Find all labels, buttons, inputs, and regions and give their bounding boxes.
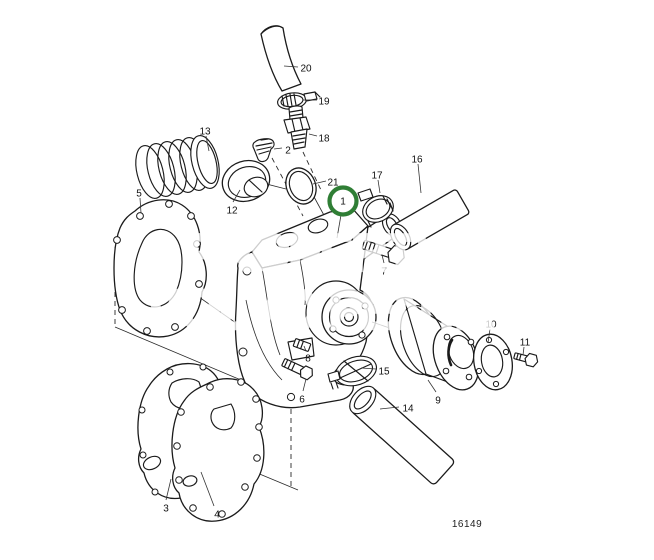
part-16-pipe (389, 189, 470, 251)
part-20-hose (260, 25, 302, 92)
highlight-circle-fill (330, 188, 356, 214)
part-callouts: 20 19 18 2 13 12 21 17 16 5 7 8 6 15 14 9 10 11 3 4 (136, 64, 530, 521)
drawing-number: 16149 (451, 519, 483, 530)
callout-leader-16 (417, 163, 422, 194)
part-19-hose-clamp (277, 91, 321, 110)
part-11-bolt (513, 352, 539, 368)
part-10-gasket (473, 333, 513, 391)
highlighted-part-number[interactable]: 1 (340, 197, 346, 208)
part-15-hose-clamp (327, 355, 378, 390)
callout-label-21: 21 (327, 178, 339, 189)
callout-label-8: 8 (305, 354, 311, 365)
callout-leader-17 (377, 179, 381, 194)
callout-leader-2 (273, 147, 283, 150)
part-14-hose (349, 385, 455, 485)
callout-label-2: 2 (285, 146, 291, 157)
part-5-gasket (113, 199, 207, 338)
callout-label-17: 17 (371, 171, 383, 182)
part-6-bolt (281, 358, 313, 381)
part-21-o-ring (285, 167, 317, 205)
callout-label-12: 12 (226, 206, 238, 217)
callout-leader-13 (205, 135, 210, 152)
callout-leader-10 (487, 328, 491, 344)
callout-label-18: 18 (318, 134, 330, 145)
callout-leader-8 (303, 345, 307, 352)
callout-leader-11 (522, 346, 525, 356)
callout-label-6: 6 (299, 395, 305, 406)
callout-leader-20 (283, 65, 299, 68)
callout-label-4: 4 (214, 510, 220, 521)
callout-leader-14 (379, 406, 400, 410)
callout-leader-21 (312, 180, 327, 185)
callout-leader-5 (139, 197, 142, 214)
part-9-pulley (387, 296, 480, 391)
callout-label-15: 15 (378, 367, 390, 378)
part-2-plug (252, 138, 275, 163)
callout-label-3: 3 (163, 504, 169, 515)
callout-leader-6 (302, 378, 307, 392)
highlight-circle[interactable] (327, 185, 359, 217)
part-1-water-pump-housing (234, 207, 403, 409)
callout-label-10: 10 (485, 320, 497, 331)
callout-leader-9 (427, 379, 437, 393)
callout-label-11: 11 (520, 338, 531, 349)
callout-label-20: 20 (300, 64, 312, 75)
highlight-annotation: 1 (327, 185, 359, 239)
part-4-cover-plate (171, 378, 265, 522)
part-7-bolt (361, 239, 405, 266)
part-13-spring (135, 135, 220, 199)
part-12-thermostat (221, 159, 271, 203)
callout-leader-3 (165, 478, 172, 501)
part-8-stud (292, 338, 312, 352)
part-18-connector-fitting (283, 105, 311, 150)
callout-label-16: 16 (411, 155, 423, 166)
callout-label-7: 7 (381, 267, 387, 278)
callout-label-9: 9 (435, 396, 441, 407)
callout-leader-4 (200, 471, 215, 507)
part-17-hose-clamp (357, 188, 394, 228)
callout-leader-7 (381, 254, 385, 264)
callout-label-14: 14 (402, 404, 414, 415)
callout-leader-18 (308, 133, 318, 137)
callout-label-19: 19 (318, 97, 330, 108)
callout-leader-15 (360, 367, 377, 370)
callout-label-5: 5 (136, 189, 142, 200)
callout-leader-12 (232, 189, 241, 203)
callout-label-13: 13 (199, 127, 211, 138)
highlighted-part-leader (336, 214, 342, 239)
